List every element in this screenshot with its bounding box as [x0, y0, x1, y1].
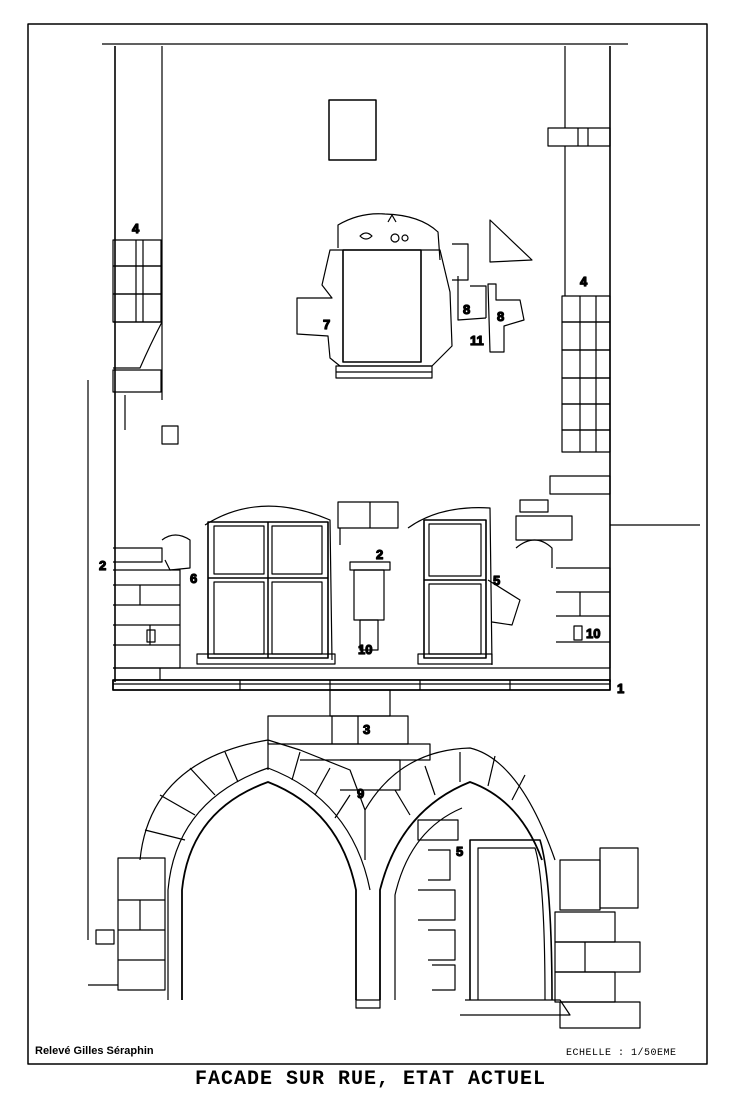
label-8-left: 8: [463, 302, 470, 317]
left-pillar: [112, 46, 179, 682]
label-9: 9: [357, 786, 364, 801]
ground-floor-masonry: [267, 689, 431, 791]
label-8-right: 8: [497, 309, 504, 324]
left-wall-stone: [95, 929, 115, 945]
upper-blind-window: [328, 99, 377, 161]
first-floor-masonry: [113, 499, 611, 669]
left-pointed-arch: [117, 739, 371, 1000]
drawing-frame: [27, 23, 708, 1065]
label-2-center: 2: [376, 547, 383, 562]
label-11: 11: [470, 333, 484, 348]
label-2-left: 2: [99, 558, 106, 573]
drawing-credit: Relevé Gilles Séraphin: [35, 1045, 154, 1057]
label-5-lower: 5: [456, 844, 463, 859]
label-10-right: 10: [586, 626, 600, 641]
drawing-title: FACADE SUR RUE, ETAT ACTUEL: [194, 1068, 547, 1091]
label-10-center: 10: [358, 642, 372, 657]
first-floor-window-left: [196, 521, 336, 665]
label-1: 1: [617, 681, 624, 696]
right-pointed-arch: [355, 747, 556, 1009]
right-ground-stones: [554, 847, 641, 1029]
label-4-right: 4: [580, 274, 588, 289]
label-3: 3: [363, 722, 370, 737]
label-7: 7: [323, 317, 330, 332]
ground-floor-door: [417, 819, 571, 1016]
upper-window-fragment: [296, 213, 533, 379]
label-4-left: 4: [132, 221, 140, 236]
right-pillar: [547, 46, 700, 682]
drawing-scale: ECHELLE : 1/50EME: [566, 1048, 677, 1059]
label-6: 6: [190, 571, 197, 586]
label-5-upper: 5: [493, 573, 500, 588]
first-floor-window-right: [417, 519, 493, 665]
string-course: [112, 667, 611, 691]
